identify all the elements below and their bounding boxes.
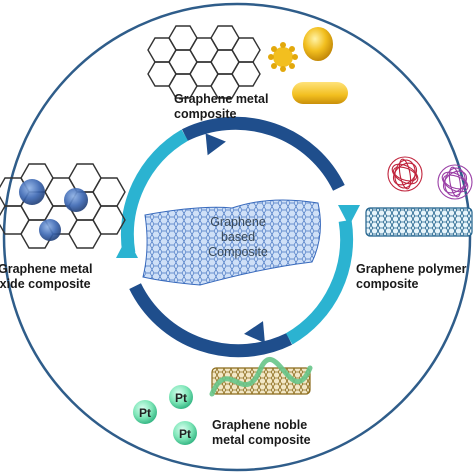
label-top-line1: Graphene metal: [174, 92, 269, 106]
arrowhead-right: [338, 205, 360, 226]
svg-text:Pt: Pt: [175, 391, 187, 405]
graphene-sheet: [142, 199, 321, 286]
label-graphene-noble-metal-composite: Graphene noble metal composite: [212, 418, 311, 448]
svg-text:Pt: Pt: [179, 427, 191, 441]
gold-sphere-particle: [303, 27, 333, 61]
pt-particle: Pt: [173, 421, 197, 445]
svg-text:Pt: Pt: [139, 406, 151, 420]
hex-lattice-top: [147, 25, 261, 99]
pt-particle: Pt: [133, 400, 157, 424]
arrow-arc-left: [120, 129, 189, 255]
label-left-line2: oxide composite: [0, 277, 91, 291]
center-label-line3: Composite: [208, 245, 268, 259]
arrow-arc-right: [285, 219, 354, 345]
gold-star-particle: [268, 42, 298, 72]
metal-oxide-spheres: [19, 179, 88, 241]
hex-lattice-left: [0, 163, 126, 249]
arrow-arc-top-right: [181, 116, 345, 191]
polymer-coil-purple: [437, 164, 473, 200]
label-bottom-line1: Graphene noble: [212, 418, 308, 432]
label-left-line1: Graphene metal: [0, 262, 93, 276]
label-top-line2: composite: [174, 107, 237, 121]
cycle-arrows: [120, 116, 354, 358]
label-right-line2: composite: [356, 277, 419, 291]
center-label-line1: Graphene: [210, 215, 266, 229]
label-graphene-polymer-composite: Graphene polymer composite: [356, 262, 466, 292]
pt-particle: Pt: [202, 402, 218, 418]
nanotube-helix: [209, 357, 313, 397]
center-label-line2: based: [220, 230, 256, 244]
polymer-coil-red: [387, 156, 423, 192]
center-label: Graphene based Composite: [178, 215, 298, 260]
gold-rod-particle: [292, 82, 348, 104]
arrowhead-top: [205, 133, 226, 156]
label-graphene-metal-oxide-composite: Graphene metal oxide composite: [0, 262, 92, 292]
arrowhead-left: [116, 237, 138, 258]
carbon-nanotube: [365, 207, 473, 237]
label-right-line1: Graphene polymer: [356, 262, 467, 276]
arrow-arc-bottom-left: [129, 283, 293, 358]
label-bottom-line2: metal composite: [212, 433, 311, 447]
label-graphene-metal-composite: Graphene metal composite: [174, 92, 268, 122]
pt-particle: Pt: [169, 385, 193, 409]
arrowhead-bottom: [244, 321, 265, 344]
